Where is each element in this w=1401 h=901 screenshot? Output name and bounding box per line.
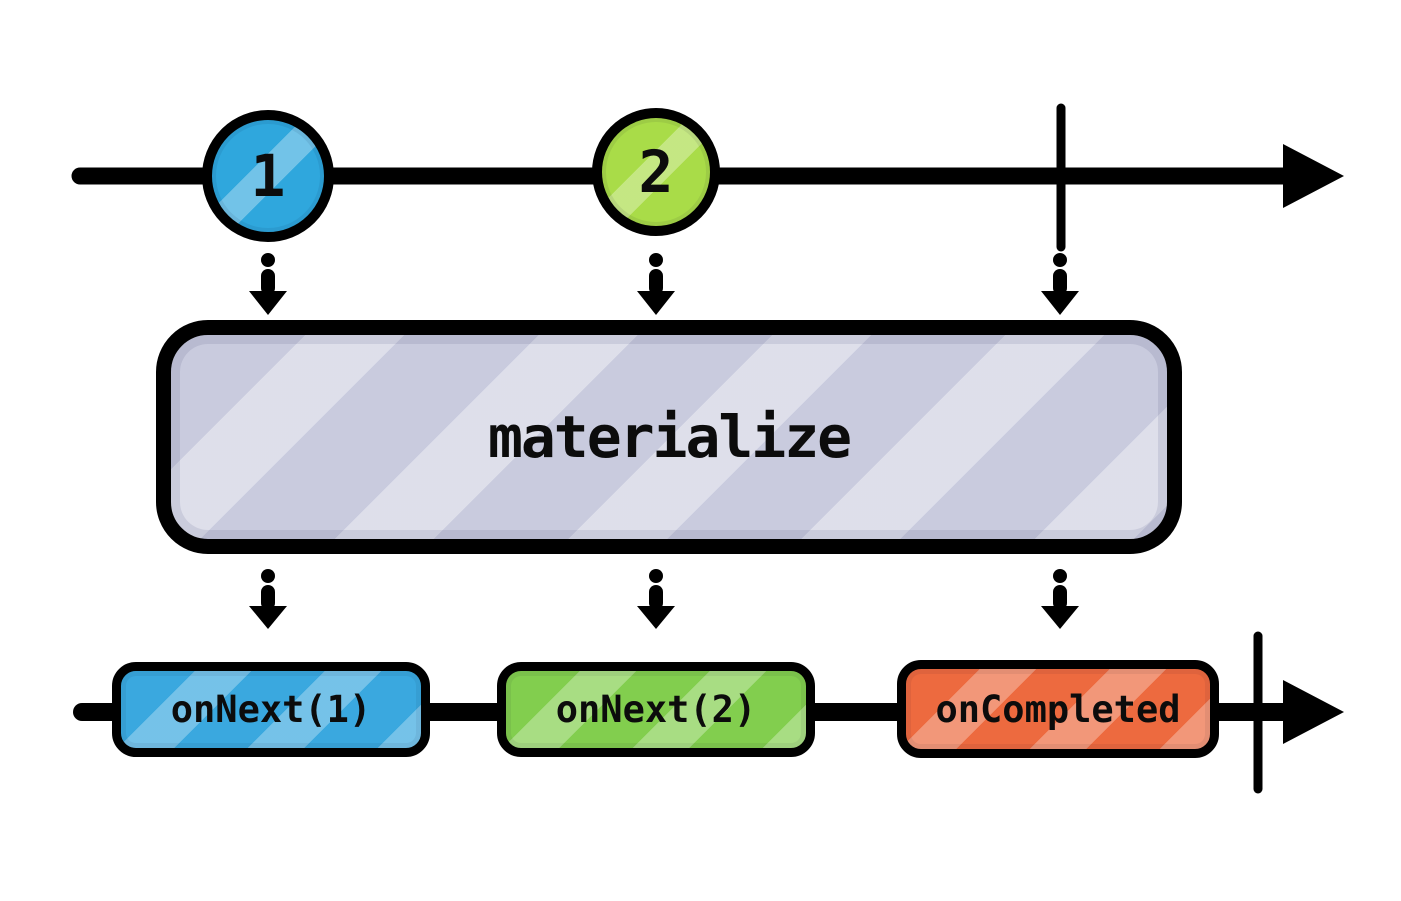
operator-label: materialize	[487, 403, 852, 471]
arrow-head	[249, 291, 287, 315]
input-marble-1: 1	[202, 110, 334, 242]
down-arrow-output-2-icon	[637, 569, 675, 629]
output-event-onnext-2-label: onNext(2)	[555, 688, 757, 731]
output-event-oncompleted: onCompleted	[897, 660, 1219, 758]
arrow-dot	[261, 253, 275, 267]
down-arrow-output-1-icon	[249, 569, 287, 629]
down-arrow-input-1-icon	[249, 253, 287, 315]
operator-box: materialize	[156, 320, 1182, 554]
output-event-onnext-2: onNext(2)	[497, 662, 815, 757]
output-event-onnext-1-label: onNext(1)	[170, 688, 372, 731]
arrow-dot	[261, 569, 275, 583]
arrow-head	[1041, 291, 1079, 315]
output-event-oncompleted-label: onCompleted	[935, 687, 1181, 731]
input-marble-2: 2	[592, 108, 720, 236]
arrow-dot	[649, 569, 663, 583]
arrow-dot	[1053, 569, 1067, 583]
arrow-head	[637, 291, 675, 315]
arrow-head	[637, 606, 675, 629]
arrow-head	[249, 606, 287, 629]
arrow-dot	[649, 253, 663, 267]
output-event-onnext-1: onNext(1)	[112, 662, 430, 757]
arrow-head	[1041, 606, 1079, 629]
input-marble-2-label: 2	[638, 138, 674, 206]
down-arrow-output-3-icon	[1041, 569, 1079, 629]
arrow-dot	[1053, 253, 1067, 267]
output-timeline-arrowhead-icon	[1283, 680, 1344, 744]
down-arrow-input-complete-icon	[1041, 253, 1079, 315]
input-marble-1-label: 1	[250, 142, 286, 210]
input-timeline-arrowhead-icon	[1283, 144, 1344, 208]
down-arrow-input-2-icon	[637, 253, 675, 315]
